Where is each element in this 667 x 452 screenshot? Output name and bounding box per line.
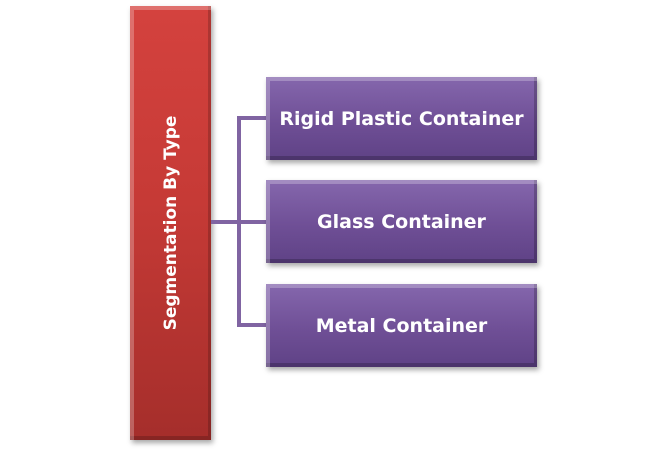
child-node-glass-container: Glass Container <box>266 180 537 263</box>
connector-vertical-spine <box>237 116 241 327</box>
connector-branch-1 <box>237 116 266 120</box>
child-node-label: Glass Container <box>317 210 486 233</box>
child-node-label: Metal Container <box>315 314 488 337</box>
child-node-label: Rigid Plastic Container <box>279 107 524 130</box>
root-node-segmentation-by-type: Segmentation By Type <box>130 6 211 440</box>
child-node-rigid-plastic-container: Rigid Plastic Container <box>266 77 537 160</box>
root-node-label: Segmentation By Type <box>160 115 181 331</box>
child-node-metal-container: Metal Container <box>266 284 537 367</box>
connector-branch-3 <box>237 323 266 327</box>
